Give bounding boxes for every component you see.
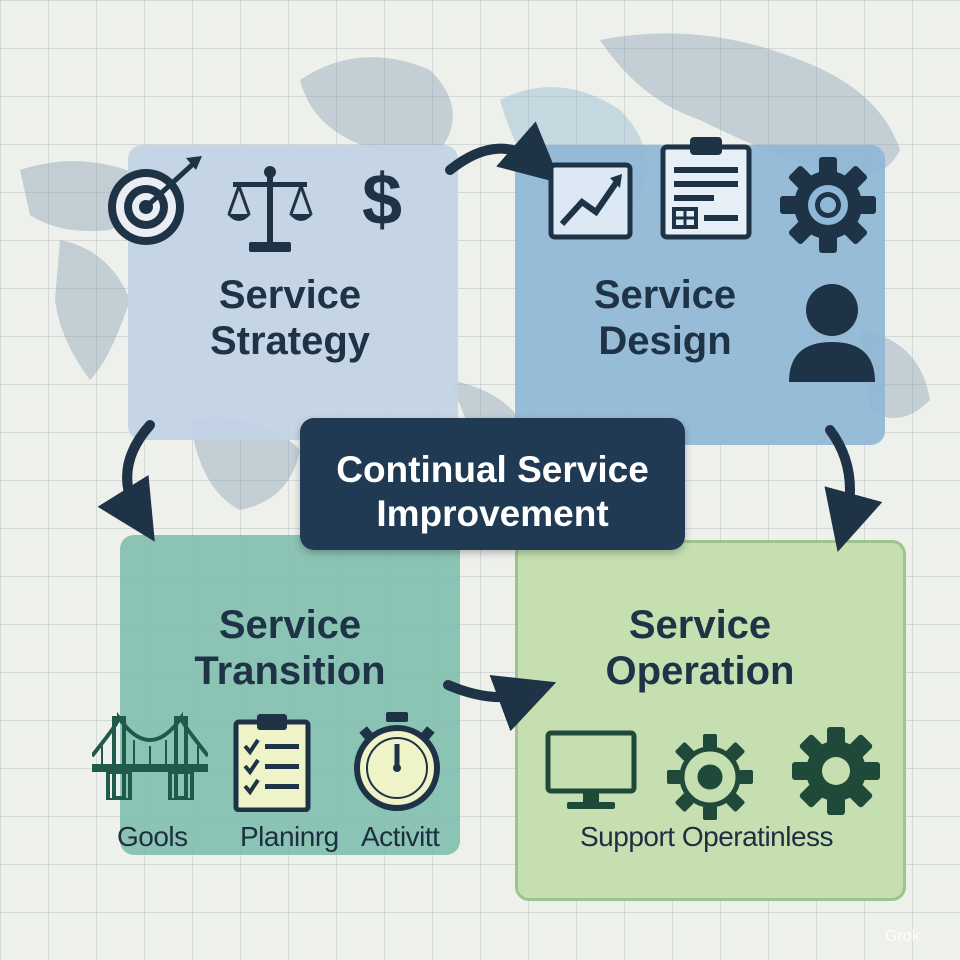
person-icon [789,284,875,382]
caption-activity: Activitt [361,821,440,852]
service-operation-panel [515,540,906,901]
caption-goals: Gools [117,821,188,852]
cog-outline-icon [667,734,753,820]
arrow-design-to-operation [824,425,883,553]
arrow-transition-to-operation [443,675,557,732]
service-design-title: Service Design [593,273,737,363]
caption-planning: Planinrg [240,821,339,852]
gear-icon [792,727,880,815]
gear-icon [780,157,876,253]
checklist-icon [233,714,311,812]
continual-service-improvement-label: Continual Service Improvement [336,449,649,534]
stopwatch-icon [354,712,440,811]
continual-service-improvement-box [300,418,685,550]
scales-icon [227,166,313,252]
grok-watermark: Grok [885,928,920,945]
bridge-icon [92,712,208,800]
service-strategy-panel [128,145,458,440]
clipboard-form-icon [660,137,752,240]
dollar-icon: $ [362,160,403,240]
service-strategy-title: Service Strategy [209,273,371,363]
service-transition-title: Service Transition [194,603,386,693]
caption-support-operations: Support Operatinless [580,821,834,852]
monitor-icon [545,730,637,809]
target-icon [108,156,202,245]
service-operation-title: Service Operation [605,603,795,693]
arrow-strategy-transition [97,420,155,542]
arrow-strategy-to-design [445,121,562,184]
chart-icon [548,162,633,240]
